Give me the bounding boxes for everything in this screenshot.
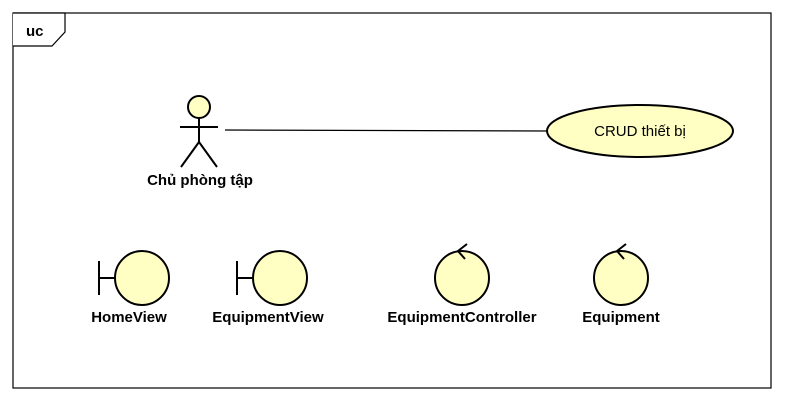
class-label-equipment: Equipment	[582, 309, 660, 326]
class-label-equipmentcontroller: EquipmentController	[387, 309, 536, 326]
control-circle	[593, 250, 649, 306]
boundary-circle	[252, 250, 308, 306]
frame-tag-label: uc	[26, 23, 44, 40]
actor-label: Chủ phòng tập	[147, 172, 253, 189]
actor-left-leg	[180, 141, 200, 168]
frame-tag-box	[13, 12, 66, 47]
actor-right-leg	[198, 141, 218, 168]
boundary-circle	[114, 250, 170, 306]
use-case-label: CRUD thiết bị	[594, 123, 686, 140]
boundary-icon[interactable]	[98, 250, 170, 306]
class-label-equipmentview: EquipmentView	[212, 309, 324, 326]
actor-head	[187, 95, 211, 119]
control-circle	[434, 250, 490, 306]
control-arrowhead	[456, 243, 468, 260]
boundary-icon[interactable]	[236, 250, 308, 306]
use-case-ellipse[interactable]	[546, 104, 734, 158]
class-label-homeview: HomeView	[91, 309, 167, 326]
control-arrowhead	[615, 243, 627, 260]
control-icon[interactable]	[593, 243, 649, 306]
association-line	[224, 129, 549, 132]
control-icon[interactable]	[434, 243, 490, 306]
actor-figure[interactable]	[180, 95, 218, 168]
diagram-frame	[12, 12, 772, 389]
